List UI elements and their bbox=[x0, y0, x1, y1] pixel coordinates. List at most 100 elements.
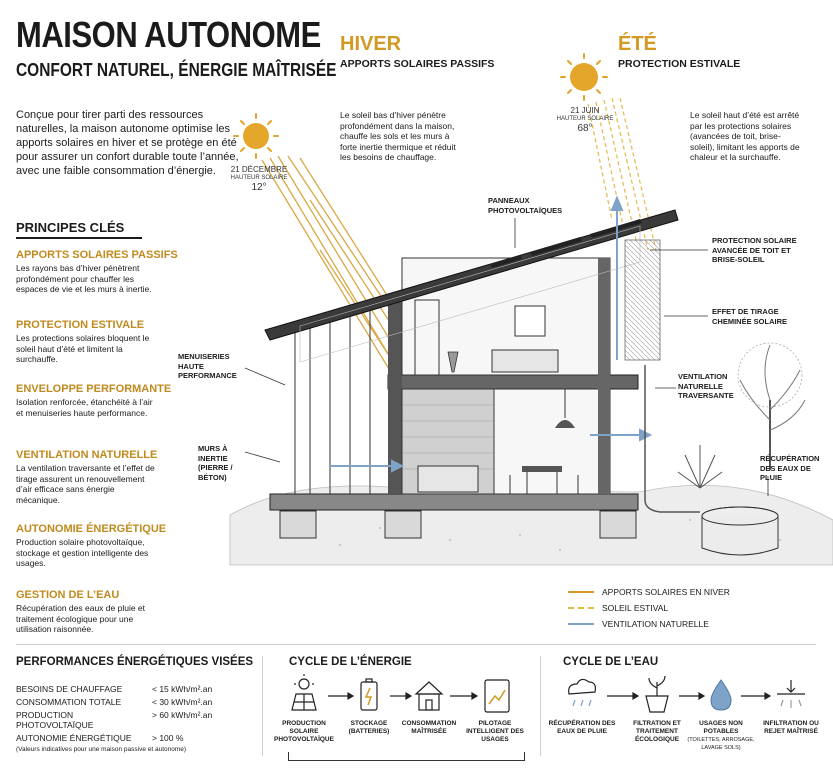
upper-door bbox=[414, 299, 440, 376]
legend-label: VENTILATION NATURELLE bbox=[602, 619, 709, 629]
winter-sun-caption: 21 DÉCEMBRE HAUTEUR SOLAIRE 12° bbox=[228, 165, 290, 193]
winter-text: Le soleil bas d’hiver pénètre profondéme… bbox=[340, 110, 456, 162]
water-step-label: USAGES NON POTABLES (TOILETTES, ARROSAGE… bbox=[686, 720, 756, 752]
energy-cycle-icons bbox=[291, 674, 510, 713]
house-section-diagram bbox=[229, 53, 833, 566]
arrow-icon bbox=[328, 691, 479, 701]
principle-title: APPORTS SOLAIRES PASSIFS bbox=[16, 249, 178, 261]
dining-table bbox=[522, 466, 562, 472]
label-inertia-walls: MURS À INERTIE (PIERRE / BÉTON) bbox=[198, 444, 233, 482]
downpipe bbox=[644, 365, 700, 513]
tree-icon bbox=[737, 342, 806, 470]
dining-chairs bbox=[509, 472, 579, 494]
performance-key: BESOINS DE CHAUFFAGE bbox=[16, 684, 123, 694]
performance-value: < 30 kWh/m².an bbox=[152, 697, 213, 707]
rain-cloud-icon bbox=[568, 678, 596, 707]
principle-text: Isolation renforcée, étanchéité à l’air … bbox=[16, 397, 153, 418]
principle-passive-solar: APPORTS SOLAIRES PASSIFS Les rayons bas … bbox=[16, 249, 178, 295]
energy-step-label: CONSOMMATION MAÎTRISÉE bbox=[401, 720, 457, 735]
principle-envelope: ENVELOPPE PERFORMANTE Isolation renforcé… bbox=[16, 383, 171, 418]
summer-sun-height-label: HAUTEUR SOLAIRE bbox=[556, 116, 614, 122]
principle-title: VENTILATION NATURELLE bbox=[16, 449, 158, 461]
rainwater-tank bbox=[701, 506, 779, 556]
summer-sun-rays bbox=[587, 97, 657, 251]
principle-text: Les protections solaires bloquent le sol… bbox=[16, 333, 150, 364]
label-solar-protection: PROTECTION SOLAIRE AVANCÉE DE TOIT ET BR… bbox=[712, 236, 797, 264]
central-column bbox=[388, 300, 402, 495]
draft-arrow-icon bbox=[610, 195, 624, 360]
summer-subtitle: PROTECTION ESTIVALE bbox=[618, 58, 741, 70]
principle-ventilation: VENTILATION NATURELLE La ventilation tra… bbox=[16, 449, 158, 505]
summer-sun-icon bbox=[560, 53, 608, 101]
legend-label: APPORTS SOLAIRES EN NIVER bbox=[602, 587, 730, 597]
summer-title: ÉTÉ bbox=[618, 33, 657, 55]
winter-sun-icon bbox=[233, 113, 279, 159]
energy-step-label: STOCKAGE (BATTERIES) bbox=[348, 720, 390, 735]
legend-swatch bbox=[568, 607, 594, 609]
legend-swatch bbox=[568, 623, 594, 625]
battery-icon bbox=[360, 678, 378, 711]
summer-text: Le soleil haut d’été est arrêté par les … bbox=[690, 110, 800, 162]
principle-summer-protection: PROTECTION ESTIVALE Les protections sola… bbox=[16, 319, 156, 365]
winter-subtitle: APPORTS SOLAIRES PASSIFS bbox=[340, 58, 495, 70]
bottom-divider-1 bbox=[262, 656, 263, 756]
energy-cycle-title: CYCLE DE L’ÉNERGIE bbox=[289, 656, 412, 668]
principle-text: Production solaire photovoltaïque, stock… bbox=[16, 537, 149, 568]
bottom-divider-2 bbox=[540, 656, 541, 756]
label-chimney-effect: EFFET DE TIRAGE CHEMINÉE SOLAIRE bbox=[712, 307, 788, 326]
winter-sun-height-label: HAUTEUR SOLAIRE bbox=[230, 175, 288, 181]
performances-note: (Valeurs indicatives pour une maison pas… bbox=[16, 746, 187, 753]
solar-panel-icon bbox=[291, 674, 317, 711]
principles-title: PRINCIPES CLÉS bbox=[16, 220, 125, 235]
winter-title: HIVER bbox=[340, 33, 402, 55]
legend-item-summer: SOLEIL ESTIVAL bbox=[568, 603, 730, 613]
water-cycle-title: CYCLE DE L’EAU bbox=[563, 656, 659, 668]
foundations bbox=[279, 510, 637, 539]
performance-value: > 100 % bbox=[152, 733, 184, 743]
label-windows: MENUISERIES HAUTE PERFORMANCE bbox=[178, 352, 237, 380]
energy-step-label: PILOTAGE INTELLIGENT DES USAGES bbox=[466, 720, 524, 743]
principle-water: GESTION DE L’EAU Récupération des eaux d… bbox=[16, 589, 156, 635]
bottom-divider bbox=[16, 644, 816, 645]
infiltration-icon bbox=[777, 680, 805, 708]
living-sofa bbox=[417, 465, 479, 493]
upper-plant bbox=[447, 351, 459, 373]
arrow-icon bbox=[607, 691, 772, 701]
principle-title: PROTECTION ESTIVALE bbox=[16, 319, 145, 331]
principle-title: GESTION DE L’EAU bbox=[16, 589, 120, 601]
energy-cycle-loop bbox=[288, 752, 525, 761]
principle-text: Récupération des eaux de pluie et traite… bbox=[16, 603, 146, 634]
water-step-label: FILTRATION ET TRAITEMENT ÉCOLOGIQUE bbox=[633, 720, 681, 743]
plant-pot-icon bbox=[645, 675, 669, 713]
pendant-lamp-icon bbox=[555, 389, 575, 428]
house-icon bbox=[414, 681, 444, 711]
performance-row: CONSOMMATION TOTALE< 30 kWh/m².an bbox=[16, 697, 212, 707]
right-wall bbox=[598, 258, 610, 494]
performance-key: PRODUCTION PHOTOVOLTAÏQUE bbox=[16, 710, 94, 730]
legend-item-ventilation: VENTILATION NATURELLE bbox=[568, 619, 730, 629]
energy-step-label: PRODUCTION SOLAIRE PHOTOVOLTAÏQUE bbox=[274, 720, 334, 743]
ground-floor-slab bbox=[269, 493, 639, 511]
summer-sun-height: 68° bbox=[577, 123, 593, 134]
bedroom-sofa bbox=[491, 349, 559, 373]
water-step-sublabel: (TOILETTES, ARROSAGE, LAVAGE SOLS) bbox=[687, 737, 755, 751]
principle-title: AUTONOMIE ÉNERGÉTIQUE bbox=[16, 523, 167, 535]
page-title: MAISON AUTONOME bbox=[16, 14, 321, 55]
summer-sun-caption: 21 JUIN HAUTEUR SOLAIRE 68° bbox=[555, 106, 615, 134]
performance-value: > 60 kWh/m².an bbox=[152, 710, 213, 720]
water-step-label: RÉCUPÉRATION DES EAUX DE PLUIE bbox=[548, 720, 616, 735]
brise-soleil bbox=[624, 239, 661, 361]
performance-row: PRODUCTION PHOTOVOLTAÏQUE > 60 kWh/m².an bbox=[16, 710, 212, 730]
principles-rule bbox=[16, 237, 142, 239]
diagram-legend: APPORTS SOLAIRES EN NIVER SOLEIL ESTIVAL… bbox=[568, 587, 730, 629]
performance-row: AUTONOMIE ÉNERGÉTIQUE> 100 % bbox=[16, 733, 212, 743]
label-pv-panels: PANNEAUX PHOTOVOLTAÏQUES bbox=[488, 196, 563, 215]
intro-text: Conçue pour tirer parti des ressources n… bbox=[16, 109, 239, 177]
callout-lines bbox=[244, 218, 769, 496]
performances-title: PERFORMANCES ÉNERGÉTIQUES VISÉES bbox=[16, 656, 254, 668]
winter-sun-date: 21 DÉCEMBRE bbox=[230, 165, 288, 174]
legend-item-winter: APPORTS SOLAIRES EN NIVER bbox=[568, 587, 730, 597]
performances-table: BESOINS DE CHAUFFAGE< 15 kWh/m².an CONSO… bbox=[16, 684, 212, 743]
wall-frame bbox=[514, 305, 546, 337]
legend-swatch bbox=[568, 591, 594, 593]
